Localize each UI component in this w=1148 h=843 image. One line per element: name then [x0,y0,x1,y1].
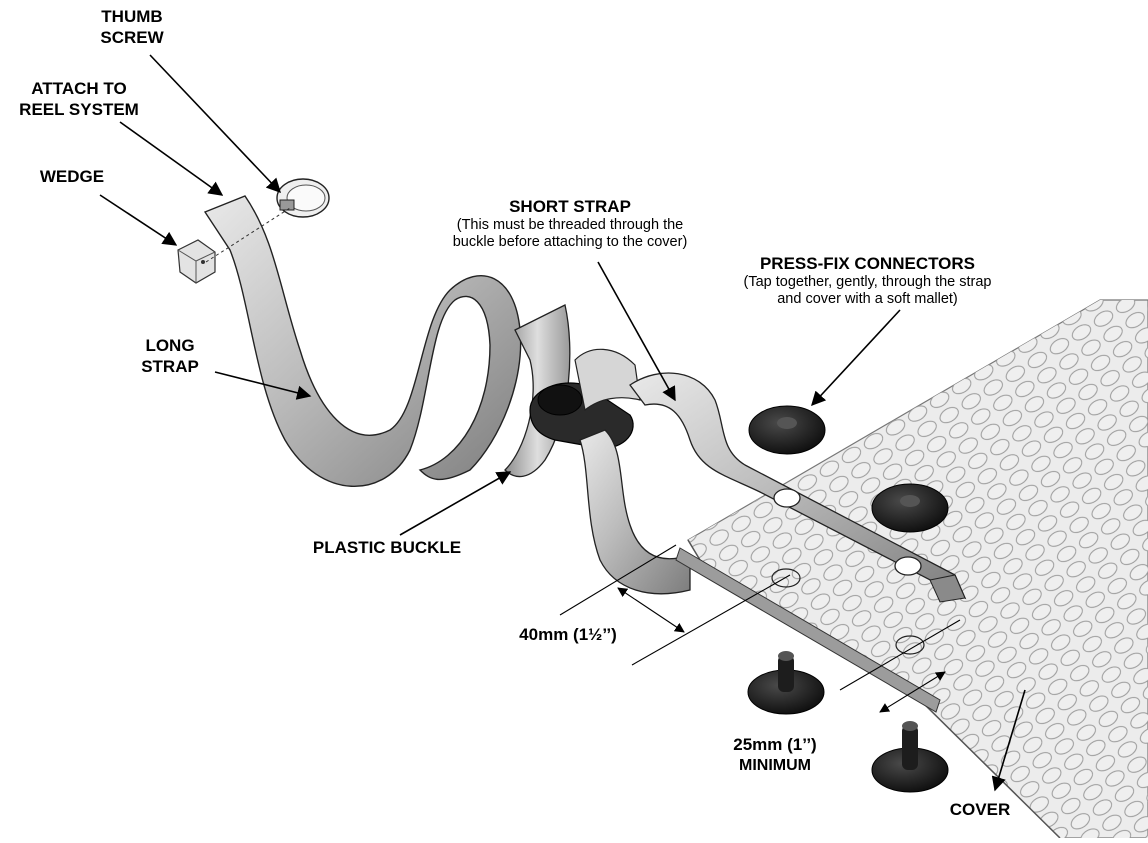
label-press-fix-note1: (Tap together, gently, through the strap [743,274,992,290]
press-fix-cap-1 [748,405,826,455]
label-short-strap-title: SHORT STRAP [509,197,631,216]
label-cover: COVER [930,799,1030,820]
label-attach-to-reel: ATTACH TO REEL SYSTEM [4,78,154,120]
label-dim-40-text: 40mm (1½’’) [519,625,617,644]
label-dim-25: 25mm (1’’) MINIMUM [700,734,850,776]
label-long-strap-line2: STRAP [141,357,199,376]
press-fix-pin-1 [747,651,825,715]
label-press-fix-note2: and cover with a soft mallet) [777,291,958,307]
leader-arrows [99,54,1026,792]
label-dim-25-line2: MINIMUM [739,757,811,774]
long-strap [203,195,522,487]
label-plastic-buckle: PLASTIC BUCKLE [292,537,482,558]
dimension-40mm [559,544,791,666]
label-thumb-screw: THUMB SCREW [84,6,180,48]
label-press-fix: PRESS-FIX CONNECTORS (Tap together, gent… [715,253,1020,308]
press-fix-cap-2 [871,483,949,533]
dimension-25mm [839,619,961,713]
label-press-fix-title: PRESS-FIX CONNECTORS [759,254,976,273]
label-dim-25-line1: 25mm (1’’) [733,735,817,754]
label-thumb-screw-line2: SCREW [100,28,164,47]
press-fix-pin-2 [871,721,949,793]
label-long-strap: LONG STRAP [120,335,220,377]
label-plastic-buckle-text: PLASTIC BUCKLE [312,538,462,557]
label-attach-line2: REEL SYSTEM [19,100,139,119]
label-dim-40: 40mm (1½’’) [488,624,648,645]
label-cover-text: COVER [949,800,1011,819]
wedge [177,239,216,284]
label-short-strap-note1: (This must be threaded through the [456,217,684,233]
label-wedge: WEDGE [22,166,122,187]
label-wedge-text: WEDGE [39,167,105,186]
label-long-strap-line1: LONG [145,336,195,355]
short-strap [579,372,967,603]
alignment-line [205,207,291,263]
label-attach-line1: ATTACH TO [31,79,127,98]
thumb-screw [276,178,330,218]
label-short-strap-note2: buckle before attaching to the cover) [452,234,688,250]
label-thumb-screw-line1: THUMB [101,7,163,26]
label-short-strap: SHORT STRAP (This must be threaded throu… [420,196,720,251]
